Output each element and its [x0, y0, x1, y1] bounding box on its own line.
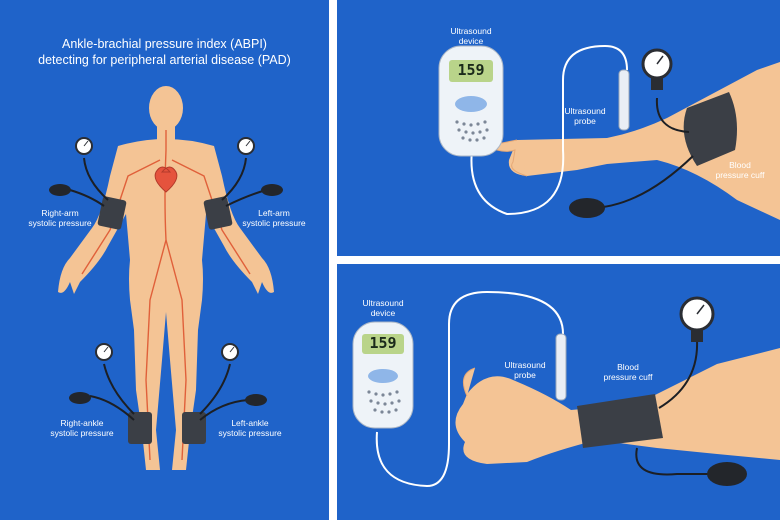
arm	[508, 62, 780, 220]
ultrasound-device	[438, 45, 504, 157]
right-ankle-label: Right-ankle systolic pressure	[50, 418, 114, 438]
left-arm-cuff	[203, 196, 233, 230]
leg-illustration	[352, 290, 780, 488]
gauge-icon	[221, 343, 239, 361]
probe-label: Ultrasound probe	[564, 106, 606, 126]
right-arm-label: Right-arm systolic pressure	[28, 208, 92, 228]
cuff-label: Blood pressure cuff	[603, 362, 653, 382]
gauge-icon	[641, 48, 673, 90]
body-illustration	[49, 86, 283, 470]
left-ankle-cuff	[182, 412, 206, 444]
cuff-label: Blood pressure cuff	[715, 160, 765, 180]
probe-label: Ultrasound probe	[504, 360, 546, 380]
panel-title-line1: Ankle-brachial pressure index (ABPI)	[62, 37, 267, 51]
tubes	[635, 339, 709, 476]
gauge-icon	[75, 137, 93, 155]
heart-icon	[154, 166, 178, 193]
device-reading: 159	[457, 61, 485, 79]
bulb-icon	[69, 392, 91, 404]
arm-illustration	[438, 44, 780, 220]
gauge-icon	[237, 137, 255, 155]
ankle-measurement-panel: 159 Ultrasound device Ultrasound probe B…	[337, 264, 780, 520]
abpi-body-panel: Ankle-brachial pressure index (ABPI) det…	[0, 0, 329, 520]
bulb-icon	[245, 394, 267, 406]
right-arm-cuff	[97, 196, 127, 230]
gauge-icon	[95, 343, 113, 361]
gauge-icon	[679, 296, 715, 342]
bulb-icon	[707, 462, 747, 486]
probe-cable	[470, 44, 628, 216]
device-label: Ultrasound device	[450, 26, 492, 46]
ultrasound-probe	[555, 333, 567, 401]
bulb-icon	[49, 184, 71, 196]
left-ankle-label: Left-ankle systolic pressure	[218, 418, 282, 438]
ultrasound-probe	[618, 69, 630, 131]
device-reading: 159	[369, 334, 397, 352]
device-label: Ultrasound device	[362, 298, 404, 318]
bulb-icon	[569, 198, 605, 218]
bulb-icon	[261, 184, 283, 196]
blood-pressure-cuff	[683, 92, 737, 166]
blood-pressure-cuff	[577, 394, 663, 448]
left-arm-label: Left-arm systolic pressure	[242, 208, 306, 228]
arm-measurement-panel: 159 Ultrasound device Ultrasound probe B…	[337, 0, 780, 256]
ultrasound-device	[352, 321, 414, 429]
probe-cable	[375, 290, 564, 488]
panel-title-line2: detecting for peripheral arterial diseas…	[38, 53, 291, 67]
